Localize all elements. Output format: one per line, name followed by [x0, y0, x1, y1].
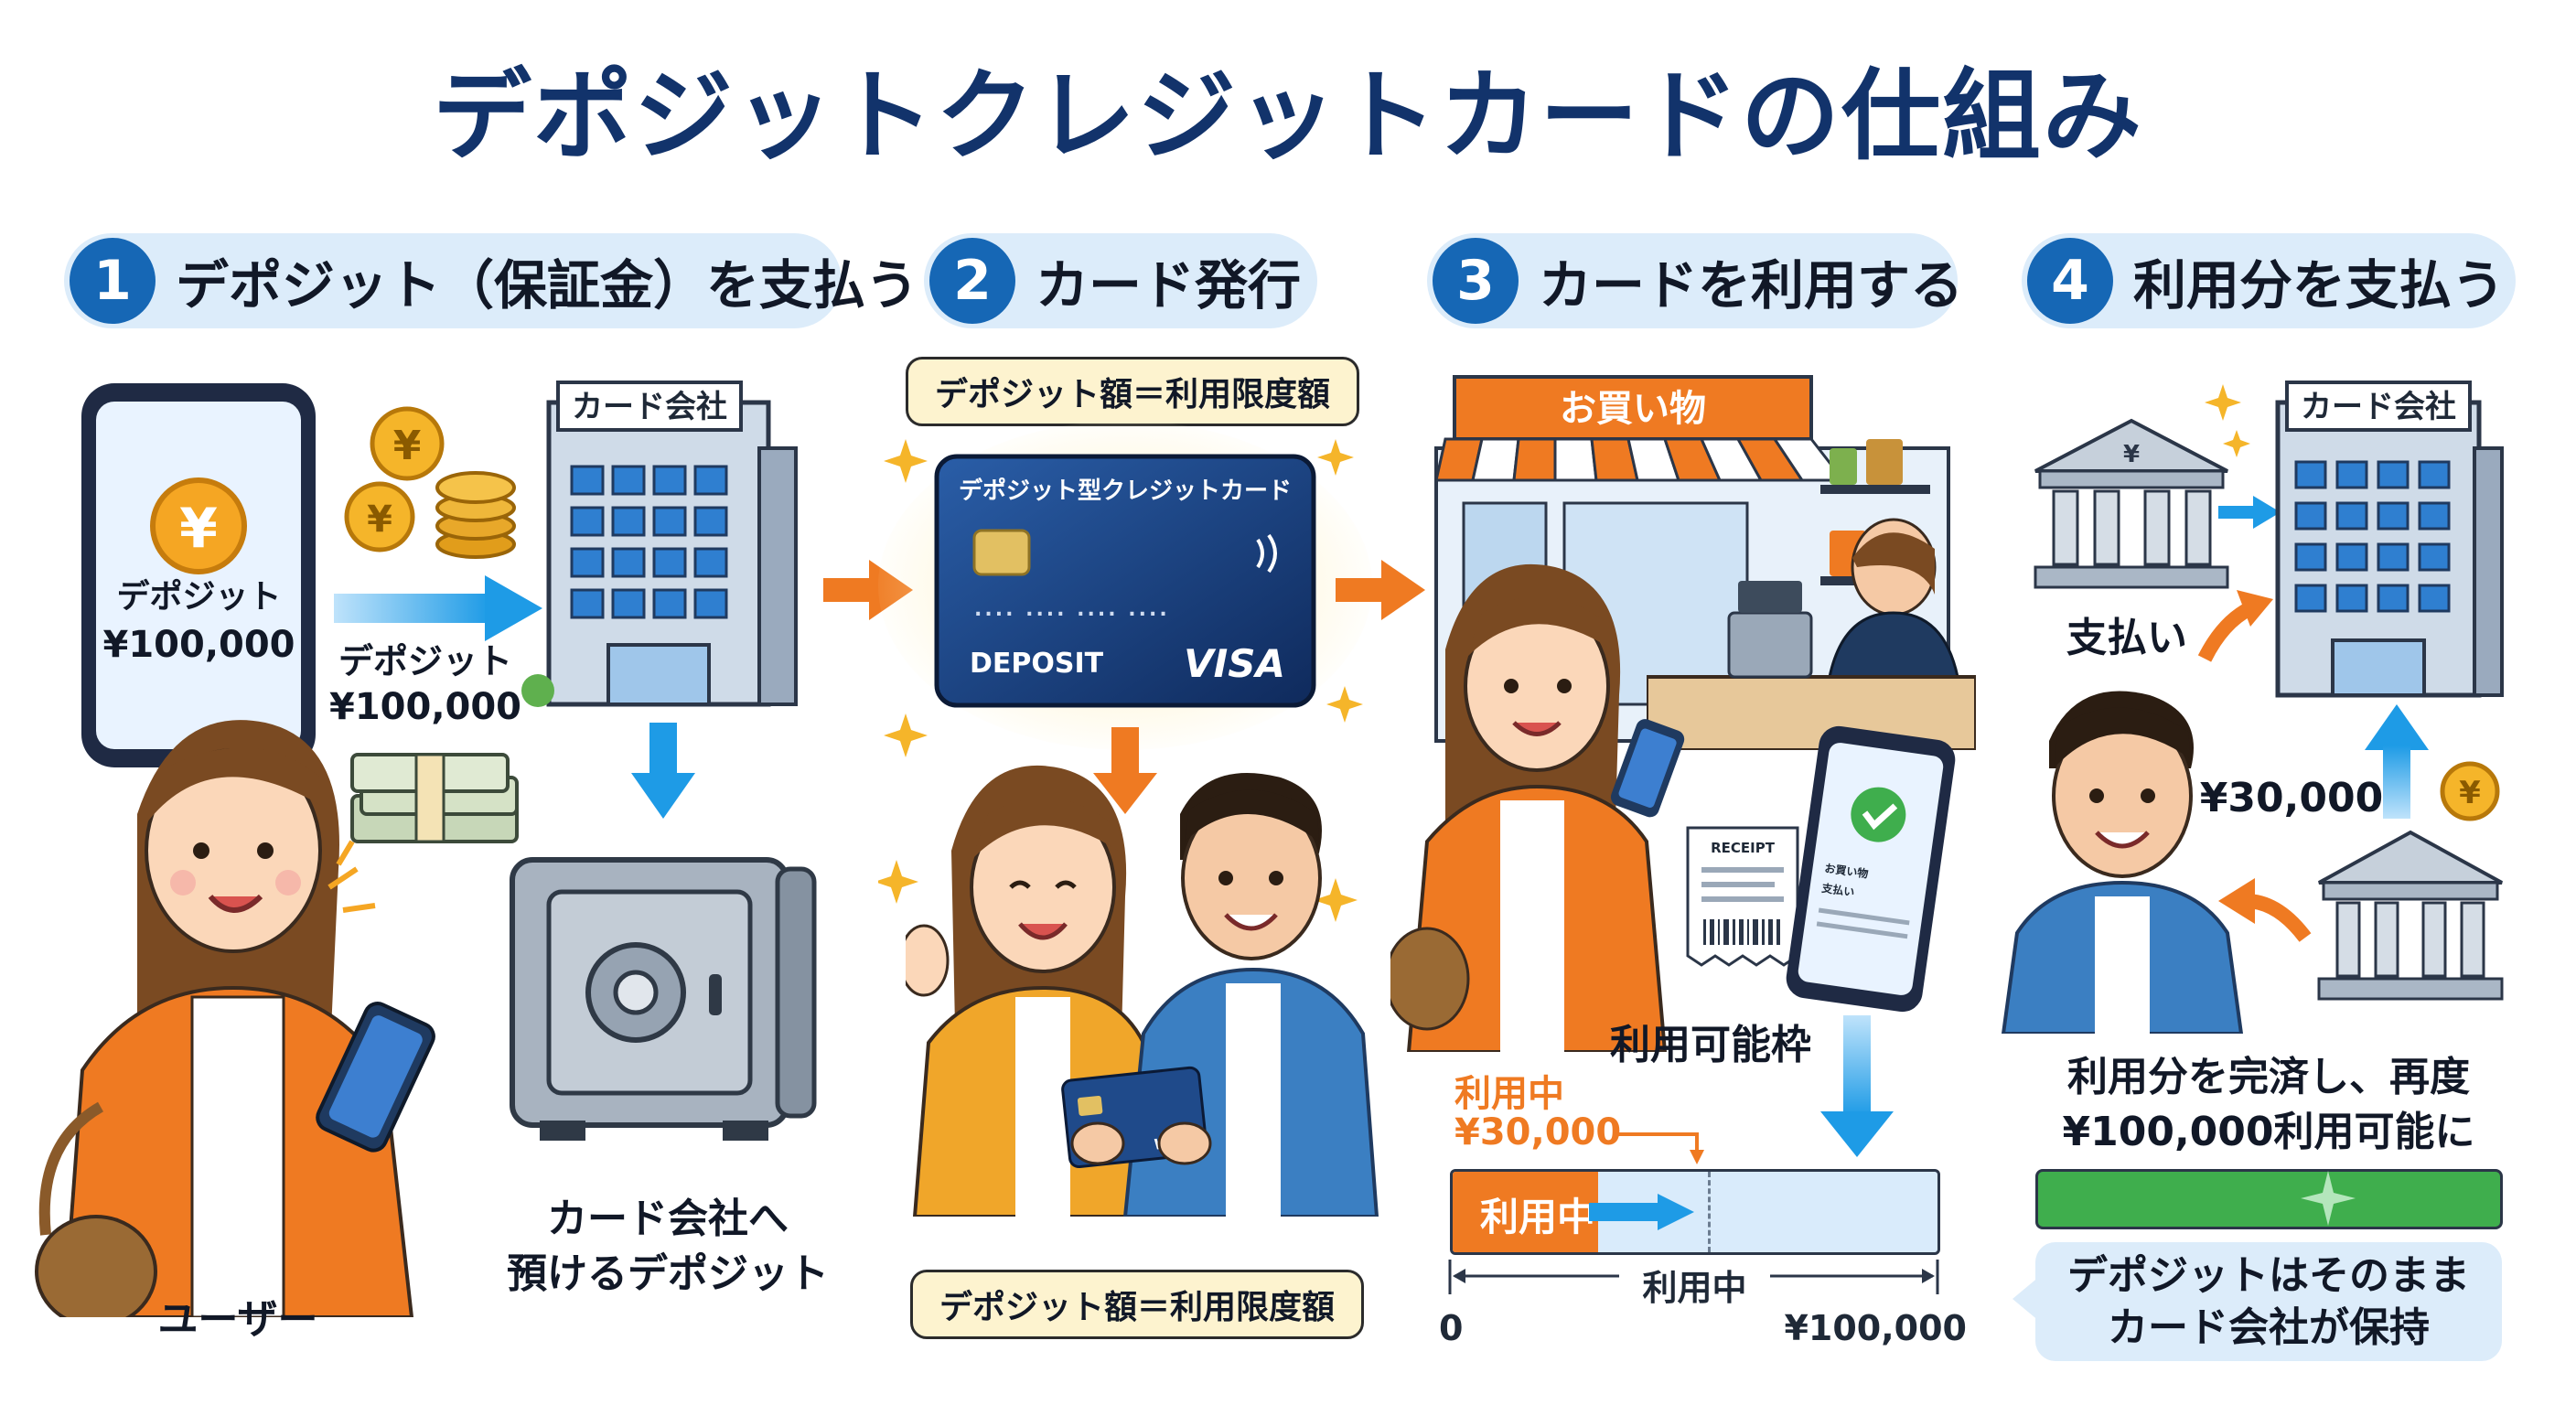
flow-arrow-2-icon [1336, 560, 1425, 620]
card-company-building-icon: カード会社 [521, 381, 798, 707]
deposit-kept-line1: デポジットはそのまま [2067, 1251, 2470, 1299]
note-pointer [2012, 1276, 2040, 1322]
repaid-info-line2: ¥100,000利用可能に [2062, 1109, 2475, 1155]
full-limit-bar [2035, 1169, 2503, 1229]
svg-text:.... .... .... ....: .... .... .... .... [974, 598, 1170, 621]
phone-deposit-label: デポジット [116, 578, 282, 616]
svg-text:DEPOSIT: DEPOSIT [970, 648, 1104, 680]
arrow-left-orange-icon [2218, 878, 2312, 942]
sparkle-bar-icon [2301, 1171, 2356, 1226]
svg-text:カード会社: カード会社 [572, 389, 727, 425]
man-illustration [2001, 691, 2244, 1034]
step-3-number: 3 [1433, 238, 1519, 324]
yen-coin-icon-2: ¥ [2440, 761, 2500, 821]
usage-divider [1708, 1172, 1711, 1252]
step-2-header: 2 カード発行 [924, 233, 1317, 328]
step-1-header: 1 デポジット（保証金）を支払う [64, 233, 918, 328]
yen-coin-icon [150, 477, 247, 574]
contactless-icon [1256, 533, 1277, 574]
arrow-right-icon [334, 575, 542, 641]
arrow-deposit-label: デポジット [338, 641, 512, 681]
available-limit-label: 利用可能枠 [1610, 1022, 1811, 1068]
user-label: ユーザー [157, 1296, 318, 1343]
safe-icon [510, 857, 817, 1141]
in-use-label: 利用中 [1454, 1073, 1564, 1115]
step-2-number: 2 [929, 238, 1015, 324]
svg-text:カード会社: カード会社 [2301, 389, 2456, 425]
step-1-label: デポジット（保証金）を支払う [176, 254, 919, 316]
svg-text:¥: ¥ [393, 423, 422, 469]
deposit-kept-line2: カード会社が保持 [2108, 1304, 2430, 1351]
usage-axis [1448, 1260, 1939, 1294]
arrow-right-small-icon [2218, 496, 2281, 529]
step-3-label: カードを利用する [1539, 254, 1964, 316]
usage-bar-label: 利用中 [1480, 1195, 1596, 1239]
payment-label: 支払い [2066, 615, 2187, 661]
svg-text:RECEIPT: RECEIPT [1711, 840, 1776, 856]
sparkle-icons [878, 439, 1363, 922]
arrow-deposit-amount: ¥100,000 [328, 686, 522, 728]
svg-text:¥: ¥ [179, 497, 218, 561]
svg-text:お買い物: お買い物 [1824, 861, 1870, 881]
deposit-credit-card: デポジット型クレジットカード .... .... .... .... DEPOS… [934, 454, 1316, 708]
svg-text:VISA: VISA [1184, 641, 1285, 686]
check-icon [1851, 787, 1906, 842]
svg-text:¥: ¥ [2123, 441, 2140, 468]
in-use-amount: ¥30,000 [1454, 1111, 1622, 1153]
arrow-down-orange-icon [1093, 727, 1157, 814]
step-2-label: カード発行 [1036, 254, 1302, 316]
bank-icon: ¥ [2034, 418, 2229, 589]
bank-icon-2 [2317, 830, 2504, 1001]
svg-text:デポジット型クレジットカード: デポジット型クレジットカード [959, 477, 1292, 505]
step-4-header: 4 利用分を支払う [2022, 233, 2516, 328]
step-4-number: 4 [2027, 238, 2113, 324]
arrow-down-icon [631, 723, 695, 819]
card-chip-icon [972, 529, 1031, 576]
svg-text:¥: ¥ [367, 499, 392, 541]
page-title: デポジットクレジットカードの仕組み [432, 59, 2143, 174]
payment-amount: ¥30,000 [2199, 775, 2384, 821]
cashier-illustration [1647, 518, 1976, 750]
axis-max-label: ¥100,000 [1784, 1308, 1967, 1348]
phone-deposit-amount: ¥100,000 [102, 624, 295, 666]
cash-bundle-icon [350, 753, 519, 843]
coins-icon: ¥ ¥ [344, 406, 516, 559]
usage-bar: 利用中 [1450, 1169, 1940, 1255]
arrow-up-right-orange-icon [2197, 590, 2273, 662]
usage-arrow-icon [1589, 1194, 1699, 1234]
limit-callout-top: デポジット額＝利用限度額 [906, 357, 1359, 426]
user-woman-illustration [35, 720, 435, 1317]
usage-bar-fill [1453, 1172, 1598, 1252]
card-company-building-icon-2: カード会社 [2275, 381, 2504, 698]
arrow-down-limit-icon [1820, 1015, 1894, 1157]
svg-text:お買い物: お買い物 [1560, 388, 1706, 430]
limit-callout-bottom: デポジット額＝利用限度額 [910, 1270, 1364, 1339]
sparkle-icon [2205, 384, 2241, 421]
shopper-woman-illustration [1390, 563, 1685, 1052]
svg-text:¥: ¥ [2459, 775, 2481, 811]
range-label: 利用中 [1642, 1268, 1747, 1308]
sparkle-icon-small [2223, 430, 2250, 457]
repaid-info-line1: 利用分を完済し、再度 [2067, 1054, 2470, 1100]
step-4-label: 利用分を支払う [2133, 254, 2506, 316]
step-1-number: 1 [70, 238, 156, 324]
payment-phone-icon: お買い物 支払い [1786, 725, 1956, 1013]
arrow-up-icon [2365, 704, 2429, 819]
axis-min-label: 0 [1439, 1308, 1464, 1348]
in-use-pointer-icon [1615, 1132, 1704, 1164]
step-3-header: 3 カードを利用する [1427, 233, 1963, 328]
phone-illustration: ¥ [81, 383, 316, 767]
deposit-kept-note: デポジットはそのまま カード会社が保持 [2035, 1242, 2502, 1361]
safe-caption-line2: 預けるデポジット [507, 1250, 829, 1297]
svg-text:支払い: 支払い [1820, 881, 1856, 899]
couple-illustration: VISA [906, 765, 1379, 1217]
safe-caption-line1: カード会社へ [547, 1196, 789, 1242]
